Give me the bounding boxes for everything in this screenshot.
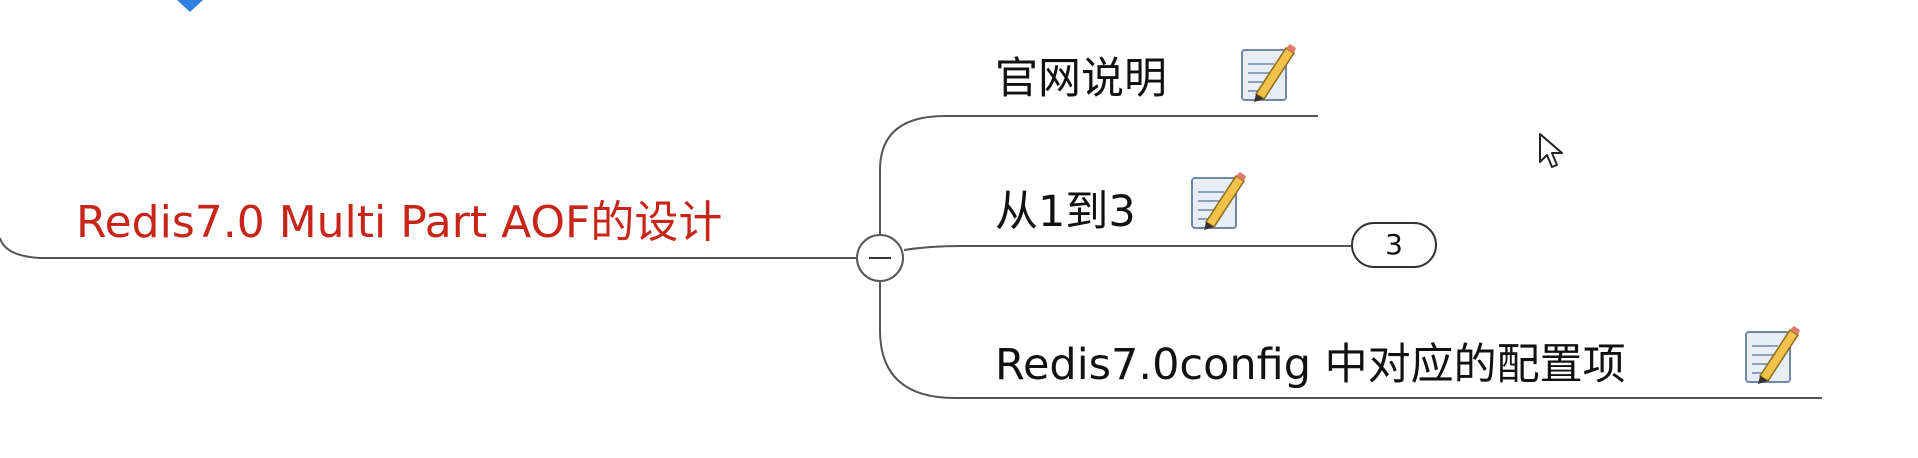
branch-line-1 (879, 115, 1318, 234)
subtopic-label-2[interactable]: 从1到3 (995, 187, 1136, 237)
subtopic-label-3[interactable]: Redis7.0config 中对应的配置项 (995, 340, 1626, 390)
note-pencil-icon[interactable] (1240, 42, 1296, 104)
collapsed-children-count-badge[interactable]: 3 (1351, 222, 1437, 268)
branch-line-2 (903, 245, 1351, 251)
central-topic-underline (0, 237, 856, 259)
mouse-pointer-icon (1538, 132, 1568, 172)
central-topic-label[interactable]: Redis7.0 Multi Part AOF的设计 (76, 197, 723, 248)
blue-shape-icon[interactable] (160, 0, 220, 14)
subtopic-label-1[interactable]: 官网说明 (995, 54, 1167, 104)
branch-line-3 (879, 282, 1822, 399)
note-pencil-icon[interactable] (1744, 324, 1800, 386)
minus-circle-icon[interactable] (856, 234, 904, 282)
note-pencil-icon[interactable] (1190, 170, 1246, 232)
